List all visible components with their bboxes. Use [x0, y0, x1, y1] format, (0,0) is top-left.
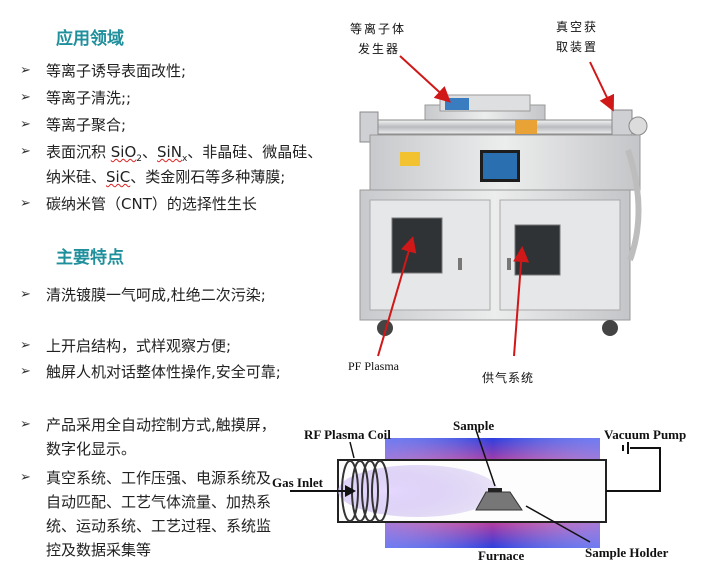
furnace-label: Furnace — [478, 548, 525, 563]
gas-inlet-label: Gas Inlet — [272, 475, 323, 490]
plasma-generator-label: 等离子体 — [350, 22, 407, 36]
pf-plasma-label: PF Plasma — [348, 359, 400, 373]
vacuum-pump-label: Vacuum Pump — [604, 427, 687, 442]
applications-heading: 应用领域 — [56, 29, 124, 49]
gas-supply-label: 供气系统 — [482, 371, 535, 385]
bullet-arrow-icon: ➢ — [20, 470, 31, 485]
plasma-generator-label: 发生器 — [358, 42, 401, 56]
application-item: ➢ 碳纳米管（CNT）的选择性生长 — [20, 195, 257, 213]
bullet-arrow-icon: ➢ — [20, 417, 31, 432]
sample-holder-label: Sample Holder — [585, 545, 669, 560]
application-item: ➢ 等离子聚合; — [20, 116, 127, 134]
bullet-arrow-icon: ➢ — [20, 287, 31, 302]
vacuum-device-label: 取装置 — [556, 40, 599, 54]
application-item-continued: 纳米硅、SiC、类金刚石等多种薄膜; — [46, 168, 286, 186]
application-item: ➢ 等离子诱导表面改性; — [20, 62, 187, 80]
feature-item: ➢ 真空系统、工作压强、电源系统及自动匹配、工艺气体流量、加热系统、运动系统、工… — [20, 466, 282, 562]
bullet-arrow-icon: ➢ — [20, 117, 31, 132]
feature-item: ➢ 产品采用全自动控制方式,触摸屏，数字化显示。 — [20, 413, 282, 461]
bullet-arrow-icon: ➢ — [20, 338, 31, 353]
application-item: ➢ 等离子清洗;; — [20, 89, 132, 107]
vacuum-device-label: 真空获 — [556, 20, 599, 34]
features-heading: 主要特点 — [56, 248, 124, 268]
bullet-arrow-icon: ➢ — [20, 364, 31, 379]
plasma-schematic-diagram — [290, 429, 661, 548]
bullet-arrow-icon: ➢ — [20, 196, 31, 211]
feature-item: ➢ 上开启结构，式样观察方便; — [20, 334, 282, 358]
bullet-arrow-icon: ➢ — [20, 90, 31, 105]
rf-coil-label: RF Plasma Coil — [304, 427, 391, 442]
feature-item: ➢ 触屏人机对话整体性操作,安全可靠; — [20, 360, 282, 384]
application-item: ➢ 表面沉积 SiO2、SiNx、非晶硅、微晶硅、 — [20, 143, 323, 164]
sample-label: Sample — [453, 418, 495, 433]
plasma-machine-photo — [359, 94, 648, 336]
feature-item: ➢ 清洗镀膜一气呵成,杜绝二次污染; — [20, 283, 282, 307]
bullet-arrow-icon: ➢ — [20, 144, 31, 159]
bullet-arrow-icon: ➢ — [20, 63, 31, 78]
